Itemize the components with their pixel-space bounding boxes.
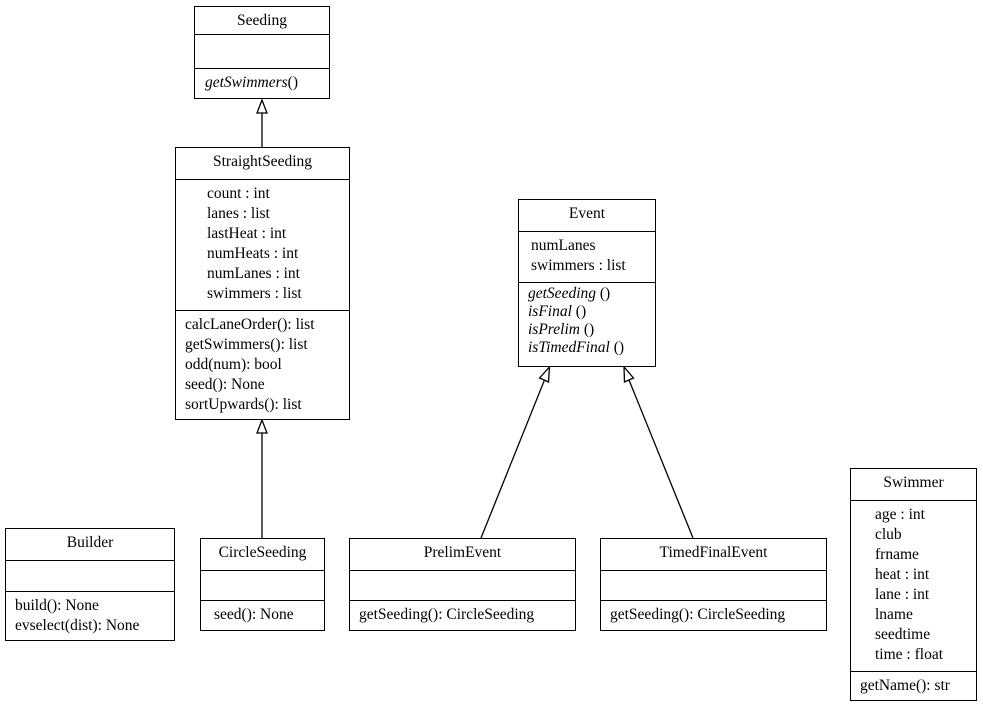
class-prelimevent: PrelimEvent getSeeding(): CircleSeeding xyxy=(349,538,576,631)
generalization-arrowhead xyxy=(623,365,635,383)
methods-section: getSeeding(): CircleSeeding xyxy=(601,600,826,627)
generalization-arrowhead xyxy=(256,418,268,434)
generalization-arrowhead xyxy=(538,365,551,383)
method: isTimedFinal () xyxy=(528,339,625,356)
attributes-section: count : int lanes : list lastHeat : int … xyxy=(176,179,349,310)
method: getName(): str xyxy=(860,677,950,694)
attribute: lastHeat : int xyxy=(207,225,287,242)
class-name: StraightSeeding xyxy=(212,153,313,170)
attribute: seedtime xyxy=(875,626,931,643)
method: getSwimmers(): list xyxy=(185,336,308,353)
method: isFinal () xyxy=(528,303,587,320)
attributes-section xyxy=(350,570,575,600)
attributes-section: age : int club frname heat : int lane : … xyxy=(851,500,976,671)
attributes-section xyxy=(6,560,174,591)
generalization-arrowhead xyxy=(256,98,268,114)
attributes-section: numLanes swimmers : list xyxy=(519,231,655,282)
method: odd(num): bool xyxy=(185,356,282,373)
class-swimmer: Swimmer age : int club frname heat : int… xyxy=(850,468,977,701)
attribute: club xyxy=(875,526,902,543)
method: seed(): None xyxy=(185,376,265,393)
methods-section: getSeeding () isFinal () isPrelim () isT… xyxy=(519,282,655,359)
attributes-section xyxy=(201,570,324,600)
attribute: lanes : list xyxy=(207,205,270,222)
class-straightseeding: StraightSeeding count : int lanes : list… xyxy=(175,147,350,420)
method: sortUpwards(): list xyxy=(185,396,302,413)
edge-prelimevent-to-event xyxy=(480,379,546,539)
attribute: count : int xyxy=(207,185,270,202)
class-name: CircleSeeding xyxy=(218,544,307,561)
class-name: Seeding xyxy=(237,12,287,29)
method: getSwimmers() xyxy=(205,74,298,91)
method: getSeeding () xyxy=(528,285,611,302)
attribute: numHeats : int xyxy=(207,245,299,262)
class-name: Event xyxy=(568,205,606,222)
method: calcLaneOrder(): list xyxy=(185,316,315,333)
class-builder: Builder build(): None evselect(dist): No… xyxy=(5,528,175,641)
method: isPrelim () xyxy=(528,321,595,338)
attribute: lname xyxy=(875,606,913,623)
method: evselect(dist): None xyxy=(15,617,140,634)
attribute: frname xyxy=(875,546,919,563)
attribute: numLanes xyxy=(531,237,596,254)
attribute: heat : int xyxy=(875,566,930,583)
methods-section: getSwimmers() xyxy=(195,68,329,95)
method: getSeeding(): CircleSeeding xyxy=(610,606,786,623)
class-timedfinalevent: TimedFinalEvent getSeeding(): CircleSeed… xyxy=(600,538,827,631)
edge-timedfinalevent-to-event xyxy=(628,379,694,539)
attribute: swimmers : list xyxy=(531,257,626,274)
methods-section: seed(): None xyxy=(201,600,324,627)
class-circleseeding: CircleSeeding seed(): None xyxy=(200,538,325,631)
class-name: Builder xyxy=(66,534,114,551)
methods-section: getName(): str xyxy=(851,671,976,698)
class-event: Event numLanes swimmers : list getSeedin… xyxy=(518,199,656,367)
attribute: swimmers : list xyxy=(207,285,302,302)
method: build(): None xyxy=(15,597,99,614)
method: getSeeding(): CircleSeeding xyxy=(359,606,535,623)
attribute: lane : int xyxy=(875,586,930,603)
methods-section: calcLaneOrder(): list getSwimmers(): lis… xyxy=(176,310,349,417)
attributes-section xyxy=(601,570,826,600)
methods-section: getSeeding(): CircleSeeding xyxy=(350,600,575,627)
method: seed(): None xyxy=(214,606,294,623)
methods-section: build(): None evselect(dist): None xyxy=(6,591,174,638)
class-name: PrelimEvent xyxy=(423,544,502,561)
class-seeding: Seeding getSwimmers() xyxy=(194,6,330,99)
attribute: age : int xyxy=(875,506,925,523)
class-name: TimedFinalEvent xyxy=(659,544,768,561)
attributes-section xyxy=(195,34,329,68)
class-name: Swimmer xyxy=(883,474,944,491)
attribute: numLanes : int xyxy=(207,265,300,282)
attribute: time : float xyxy=(875,646,944,663)
